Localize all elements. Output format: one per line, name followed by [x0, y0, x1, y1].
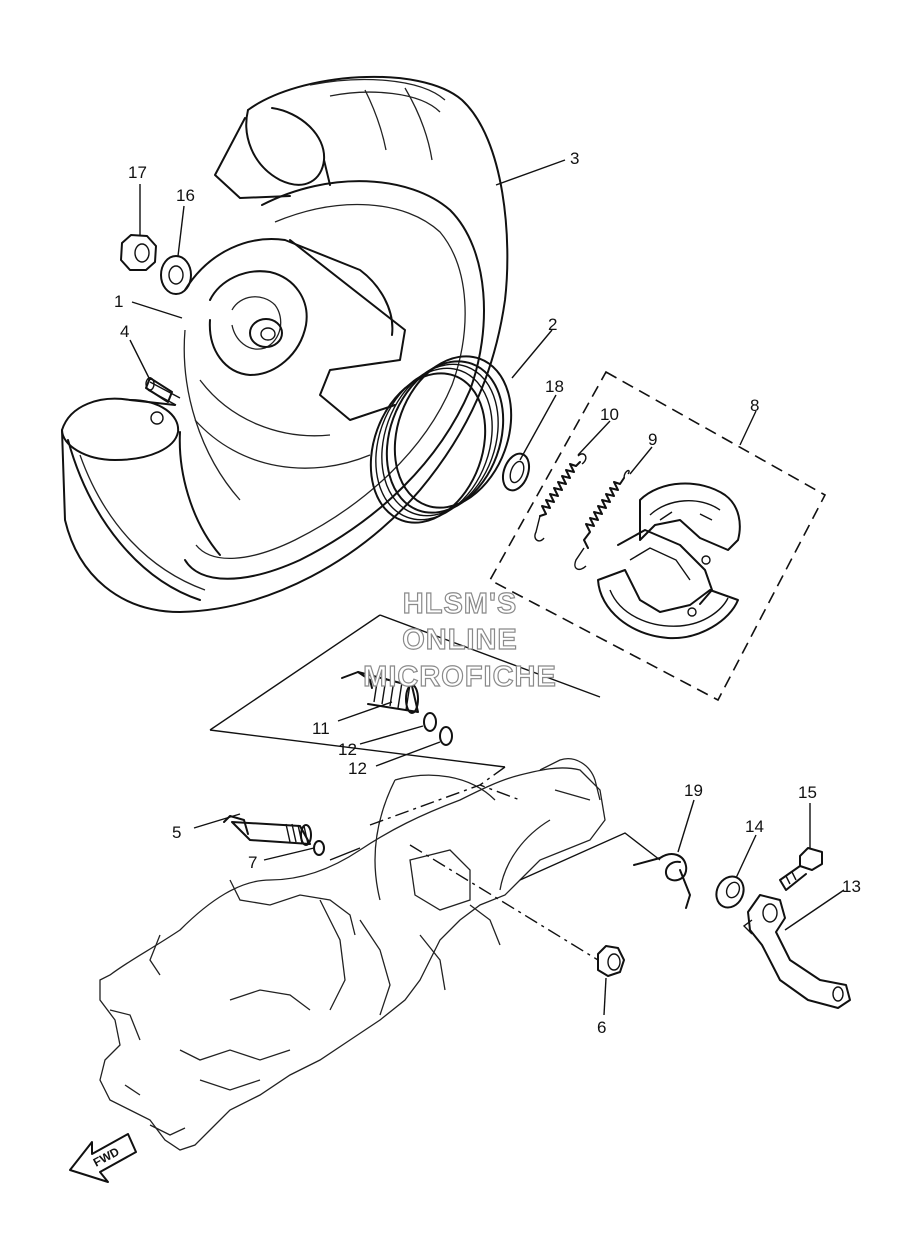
watermark-line-1: HLSM'S: [403, 588, 517, 620]
callout-numbers: 17 16 1 4 3 2 18 10 9 8 11 12 12 5 7 6 1…: [114, 149, 861, 1037]
brake-cam-shaft-part-11: [341, 671, 419, 714]
callout-12-upper: 12: [338, 740, 357, 759]
air-valve-part-4: [145, 377, 173, 403]
callout-3: 3: [570, 149, 579, 168]
o-ring-part-12b: [439, 726, 453, 746]
callout-15: 15: [798, 783, 817, 802]
callout-1: 1: [114, 292, 123, 311]
callout-10: 10: [600, 405, 619, 424]
callout-9: 9: [648, 430, 657, 449]
o-ring-part-12a: [423, 712, 437, 732]
bolt-part-15: [779, 847, 823, 891]
callout-2: 2: [548, 315, 557, 334]
callout-19: 19: [684, 781, 703, 800]
callout-12-lower: 12: [348, 759, 367, 778]
tire-wheel-assembly: [61, 75, 509, 613]
callout-7: 7: [248, 853, 257, 872]
callout-leader-lines: [129, 159, 845, 1016]
watermark: HLSM'S ONLINE MICROFICHE: [363, 587, 557, 693]
callout-6: 6: [597, 1018, 606, 1037]
callout-13: 13: [842, 877, 861, 896]
brake-drum-ring-part-2: [369, 355, 513, 524]
washer-part-18: [501, 452, 531, 492]
return-spring-part-19: [633, 853, 691, 909]
callout-5: 5: [172, 823, 181, 842]
callout-14: 14: [745, 817, 764, 836]
callout-8: 8: [750, 396, 759, 415]
wheel-washer-part-16: [160, 255, 192, 295]
callout-11: 11: [312, 719, 330, 738]
crankcase-engine-outline: [99, 758, 606, 1151]
forward-direction-arrow: FWD: [69, 1133, 137, 1183]
brake-shoe-kit-outline-part-8: [488, 370, 827, 702]
circlip-part-7: [313, 840, 325, 856]
brake-spring-part-9: [574, 469, 630, 571]
callout-18: 18: [545, 377, 564, 396]
assembly-centerlines: [329, 784, 661, 961]
axle-shaft-part-5: [223, 815, 312, 846]
brake-spring-part-10: [534, 453, 587, 542]
fwd-label: FWD: [91, 1144, 122, 1169]
watermark-line-3: MICROFICHE: [363, 661, 557, 693]
callout-16: 16: [176, 186, 195, 205]
axle-nut-part-6: [597, 945, 625, 977]
washer-part-14: [715, 875, 745, 909]
shaft-assembly-outline: [209, 614, 601, 786]
wheel-nut-part-17: [120, 234, 157, 271]
callout-17: 17: [128, 163, 147, 182]
brake-cam-lever-part-13: [742, 894, 851, 1009]
brake-shoes: [597, 482, 741, 640]
watermark-line-2: ONLINE: [402, 624, 518, 656]
callout-4: 4: [120, 322, 129, 341]
